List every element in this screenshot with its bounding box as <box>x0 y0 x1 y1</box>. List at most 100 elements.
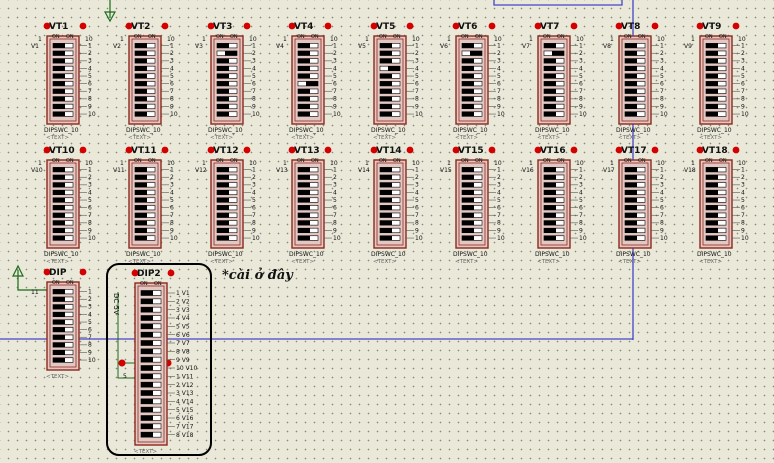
pin-number: 2 <box>415 174 419 181</box>
switch-lever <box>625 235 637 241</box>
chip-end-pin: 1 <box>529 36 533 43</box>
chip-pin-dot <box>79 146 87 154</box>
pin-number: 6 V6 <box>176 332 190 339</box>
pin-number: 6 <box>741 205 745 212</box>
pin-number: 10 <box>741 111 749 118</box>
chip-net-label: V11 <box>113 167 125 174</box>
pin-number: 6 <box>170 205 174 212</box>
switch-lever <box>625 43 637 48</box>
pin-number: 7 <box>252 88 256 95</box>
junction-dot-left <box>118 359 126 367</box>
switch-lever <box>298 235 310 241</box>
chip-pin-dot <box>207 146 215 154</box>
pin-number: 5 <box>660 73 664 80</box>
pin-number: 2 <box>333 50 337 57</box>
pin-number: 6 <box>252 205 256 212</box>
chip-ref-label: DIP2 <box>137 269 161 279</box>
chip-type-label: DIPSWC_10 <box>535 251 570 258</box>
pin-number: 7 <box>497 212 501 219</box>
switch-lever <box>706 81 718 86</box>
chip-pin-dot <box>488 22 496 30</box>
switch-lever <box>625 96 637 102</box>
chip-off-label: ON <box>311 34 319 40</box>
pin-number: 8 <box>741 220 745 227</box>
pin-number: 9 <box>333 103 337 110</box>
chip-net-label: V15 <box>440 167 452 174</box>
chip-type-label: DIPSWC_10 <box>453 251 488 258</box>
pin-number: 1 <box>660 167 664 174</box>
pin-number: 2 <box>579 50 583 57</box>
switch-lever <box>217 212 229 218</box>
chip-body <box>210 35 244 125</box>
switch-lever <box>552 50 564 56</box>
pin-number: 1 <box>170 43 174 50</box>
chip-off-label: ON <box>475 34 483 40</box>
pin-number: 4 <box>660 65 664 72</box>
switch-lever <box>470 50 482 56</box>
chip-on-label: ON <box>134 158 142 164</box>
pin-number: 5 <box>88 73 92 80</box>
switch-lever <box>380 43 392 48</box>
pin-number: 4 <box>252 65 256 72</box>
chip-placeholder: <TEXT> <box>46 374 69 380</box>
pin-number: 2 <box>497 50 501 57</box>
pin-number: 3 <box>660 182 664 189</box>
pin-number: 5 <box>170 197 174 204</box>
chip-pin-dot <box>732 146 740 154</box>
switch-lever <box>625 111 637 117</box>
chip-pin-dot <box>696 146 704 154</box>
switch-lever <box>135 220 147 226</box>
pin-number: 10 <box>333 111 341 118</box>
switch-lever <box>141 398 153 404</box>
chip-inner-frame <box>213 38 241 122</box>
switch-lever <box>544 205 556 210</box>
pin-number: 9 <box>88 103 92 110</box>
pin-number: 10 <box>741 235 749 242</box>
chip-net-label: V4 <box>276 43 284 50</box>
switch-lever <box>135 167 147 172</box>
pin-number: 2 <box>170 174 174 181</box>
pin-number: 3 <box>170 182 174 189</box>
pin-number: 7 <box>170 212 174 219</box>
chip-end-pin: 10 <box>167 36 175 43</box>
chip-off-label: ON <box>719 158 727 164</box>
pin-number: 5 <box>333 197 337 204</box>
chip-placeholder: <TEXT> <box>699 135 722 141</box>
pin-number: 8 <box>333 220 337 227</box>
switch-lever <box>380 81 392 86</box>
switch-lever <box>462 197 474 203</box>
chip-type-label: DIPSWC_10 <box>616 127 651 134</box>
pin-number: 3 <box>415 182 419 189</box>
chip-on-label: ON <box>543 158 551 164</box>
chip-type-label: DIPSWC_10 <box>289 127 324 134</box>
switch-lever <box>380 104 392 109</box>
switch-lever <box>141 407 153 413</box>
chip-end-pin: 10 <box>738 160 746 167</box>
pin-number: 1 <box>741 167 745 174</box>
pin-number: 2 <box>579 174 583 181</box>
switch-lever <box>706 235 718 241</box>
switch-lever <box>298 205 310 210</box>
switch-lever <box>135 81 147 86</box>
switch-lever <box>217 58 229 64</box>
pin-number: 7 <box>415 88 419 95</box>
switch-lever <box>625 88 637 94</box>
pin-number: 3 <box>88 58 92 65</box>
chip-off-label: ON <box>154 281 162 287</box>
switch-lever <box>544 58 556 64</box>
pin-number: 8 <box>252 96 256 103</box>
chip-pin-dot <box>732 22 740 30</box>
switch-lever <box>544 220 556 226</box>
switch-lever <box>706 182 718 188</box>
switch-lever <box>706 43 718 48</box>
chip-body <box>46 159 80 249</box>
switch-lever <box>706 73 718 79</box>
switch-lever <box>298 190 310 195</box>
pin-number: 3 <box>497 182 501 189</box>
switch-lever <box>380 212 392 218</box>
pin-number: 6 <box>660 205 664 212</box>
chip-inner-frame <box>376 162 404 246</box>
